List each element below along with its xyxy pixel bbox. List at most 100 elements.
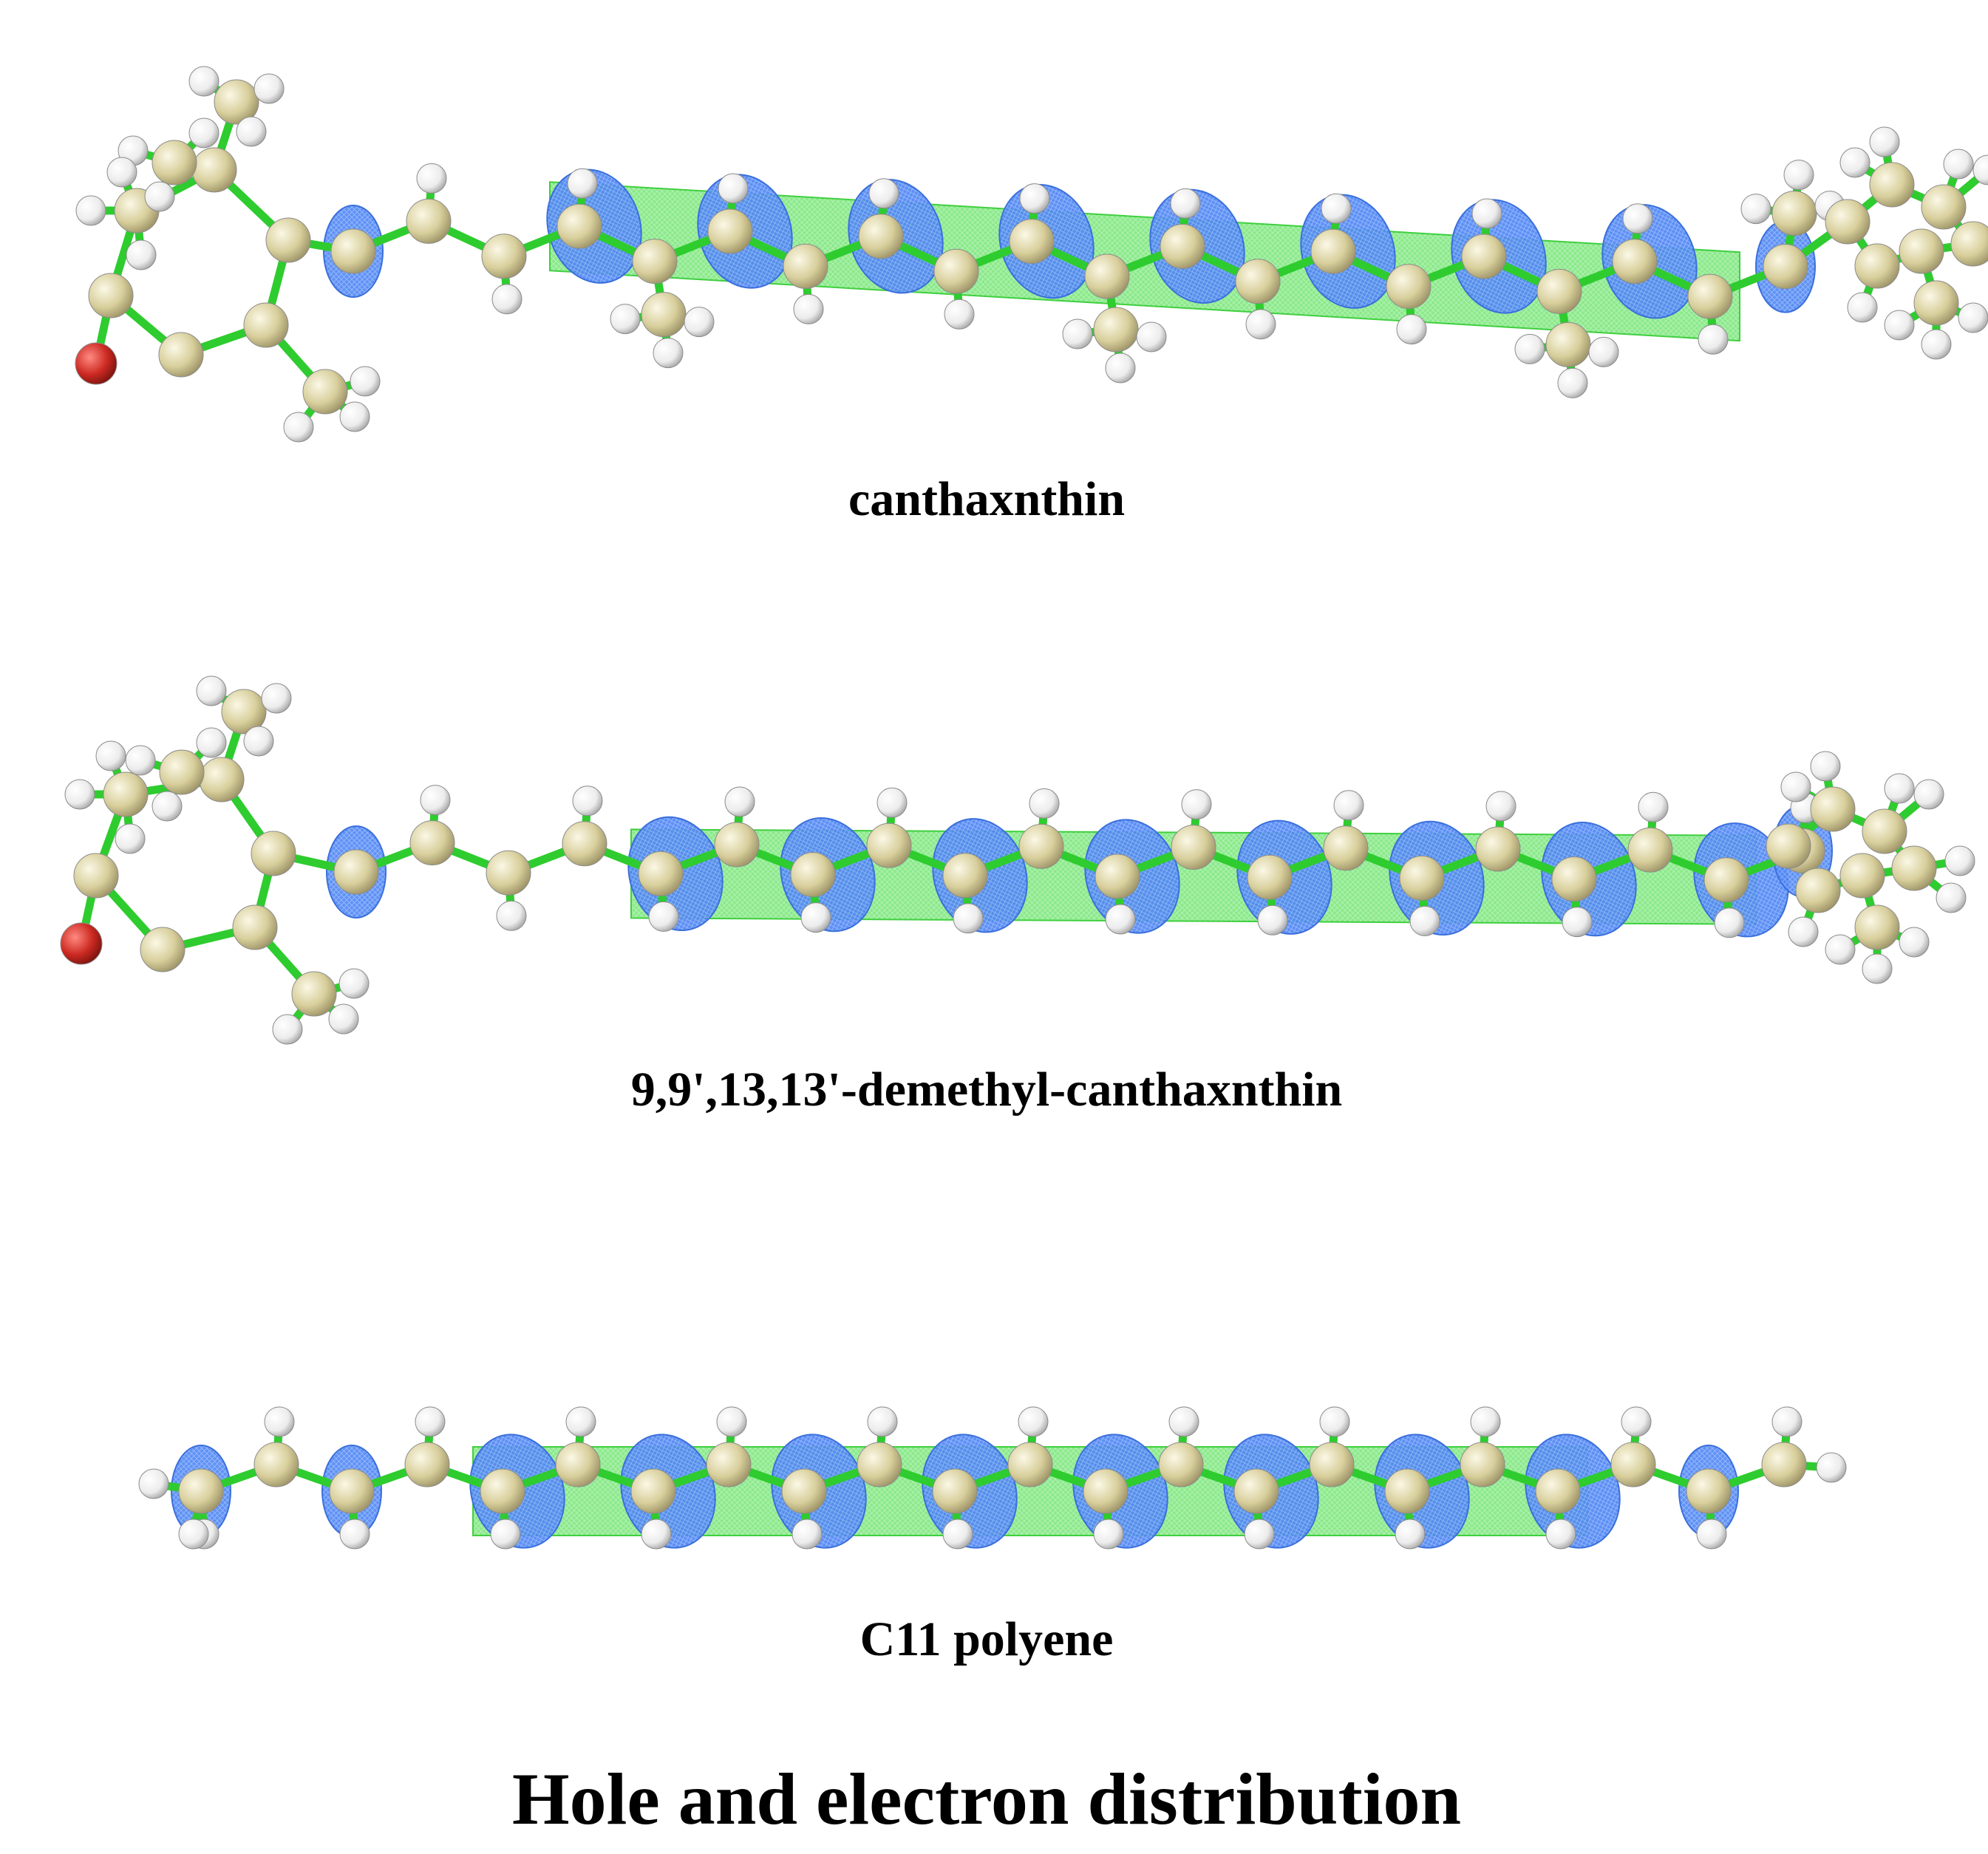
hydrogen-atom (1921, 329, 1952, 360)
hydrogen-atom (1181, 789, 1212, 820)
hydrogen-atom (1899, 927, 1930, 958)
hydrogen-atom (793, 293, 824, 324)
hydrogen-atom (64, 779, 95, 810)
hydrogen-atom (1319, 1406, 1350, 1437)
carbon-atom (1093, 307, 1139, 352)
hydrogen-atom (196, 727, 227, 758)
carbon-atom (1761, 1442, 1807, 1487)
carbon-atom (641, 292, 687, 338)
oxygen-atom (60, 922, 103, 965)
hydrogen-atom (1395, 1519, 1426, 1550)
hydrogen-atom (144, 181, 175, 212)
carbon-atom (158, 332, 204, 378)
carbon-atom (232, 904, 278, 950)
hydrogen-atom (565, 1406, 596, 1437)
hydrogen-atom (152, 791, 183, 822)
hydrogen-atom (653, 338, 684, 369)
hydrogen-atom (1825, 934, 1856, 965)
hydrogen-atom (1470, 1406, 1501, 1437)
molecule-c11-polyene (138, 1406, 1847, 1550)
hydrogen-atom (1783, 160, 1814, 191)
hydrogen-atom (416, 163, 447, 194)
hydrogen-atom (420, 785, 451, 816)
carbon-atom (302, 369, 348, 415)
carbon-atom (790, 852, 836, 898)
carbon-atom (178, 1468, 224, 1514)
hydrogen-atom (236, 116, 267, 147)
hydrogen-atom (338, 968, 370, 999)
hydrogen-atom (253, 73, 285, 104)
carbon-atom (1018, 823, 1064, 869)
hydrogen-atom (261, 683, 292, 714)
hydrogen-atom (1019, 183, 1050, 214)
hydrogen-atom (1936, 882, 1967, 913)
hydrogen-atom (339, 1519, 370, 1550)
hydrogen-atom (1471, 198, 1502, 229)
carbon-atom (191, 147, 237, 193)
carbon-atom (1535, 1468, 1581, 1514)
hydrogen-atom (178, 1519, 209, 1550)
carbon-atom (265, 217, 311, 263)
hydrogen-atom (1913, 779, 1944, 810)
hydrogen-atom (1621, 1406, 1652, 1437)
hydrogen-atom (1696, 1519, 1727, 1550)
carbon-atom (486, 850, 531, 896)
carbon-atom (1545, 321, 1591, 367)
hydrogen-atom (243, 726, 274, 757)
hydrogen-atom (1105, 904, 1136, 935)
carbon-atom (555, 1442, 601, 1487)
hydrogen-atom (876, 787, 908, 818)
hydrogen-atom (1698, 324, 1729, 355)
hydrogen-atom (188, 66, 219, 97)
hydrogen-atom (1943, 149, 1974, 180)
hydrogen-atom (126, 239, 157, 270)
hydrogen-atom (491, 284, 522, 315)
carbon-atom (199, 757, 245, 802)
hydrogen-atom (1740, 194, 1771, 225)
hydrogen-atom (1168, 1406, 1199, 1437)
carbon-atom (1009, 219, 1055, 265)
hydrogen-atom (125, 745, 156, 776)
hydrogen-atom (1485, 791, 1516, 822)
hydrogen-atom (868, 178, 899, 209)
carbon-atom (1158, 1442, 1204, 1487)
hydrogen-atom (1869, 126, 1900, 157)
carbon-atom (1171, 825, 1216, 870)
hydrogen-atom (1170, 188, 1201, 219)
hydrogen-atom (800, 902, 831, 933)
hydrogen-atom (1396, 314, 1427, 345)
hydrogen-atom (95, 740, 126, 771)
carbon-atom (1686, 1468, 1732, 1514)
carbon-atom (251, 831, 296, 876)
hydrogen-atom (1562, 907, 1593, 938)
carbon-atom (152, 140, 197, 185)
hydrogen-atom (1321, 193, 1352, 224)
carbon-atom (1310, 228, 1356, 274)
hydrogen-atom (138, 1468, 169, 1499)
hydrogen-atom (867, 1406, 898, 1437)
carbon-atom (140, 927, 185, 972)
hydrogen-atom (724, 786, 755, 817)
carbon-atom (1007, 1442, 1053, 1487)
carbon-atom (214, 79, 259, 125)
carbon-atom (1610, 1442, 1656, 1487)
hydrogen-atom (1788, 916, 1819, 947)
carbon-atom (781, 1468, 827, 1514)
hydrogen-atom (1029, 788, 1060, 819)
hydrogen-atom (944, 299, 975, 330)
carbon-atom (1771, 191, 1817, 236)
hydrogen-atom (490, 1519, 521, 1550)
hydrogen-atom (339, 401, 370, 432)
hydrogen-atom (648, 901, 679, 932)
carbon-atom (481, 234, 527, 279)
hydrogen-atom (1333, 790, 1364, 821)
carbon-atom (73, 853, 119, 899)
carbon-atom (1854, 904, 1900, 950)
hydrogen-atom (264, 1406, 295, 1437)
carbon-atom (707, 208, 753, 254)
hydrogen-atom (75, 195, 106, 226)
carbon-atom (243, 302, 289, 348)
carbon-atom (1913, 280, 1959, 326)
hydrogen-atom (1958, 302, 1988, 333)
hydrogen-atom (1588, 336, 1619, 367)
